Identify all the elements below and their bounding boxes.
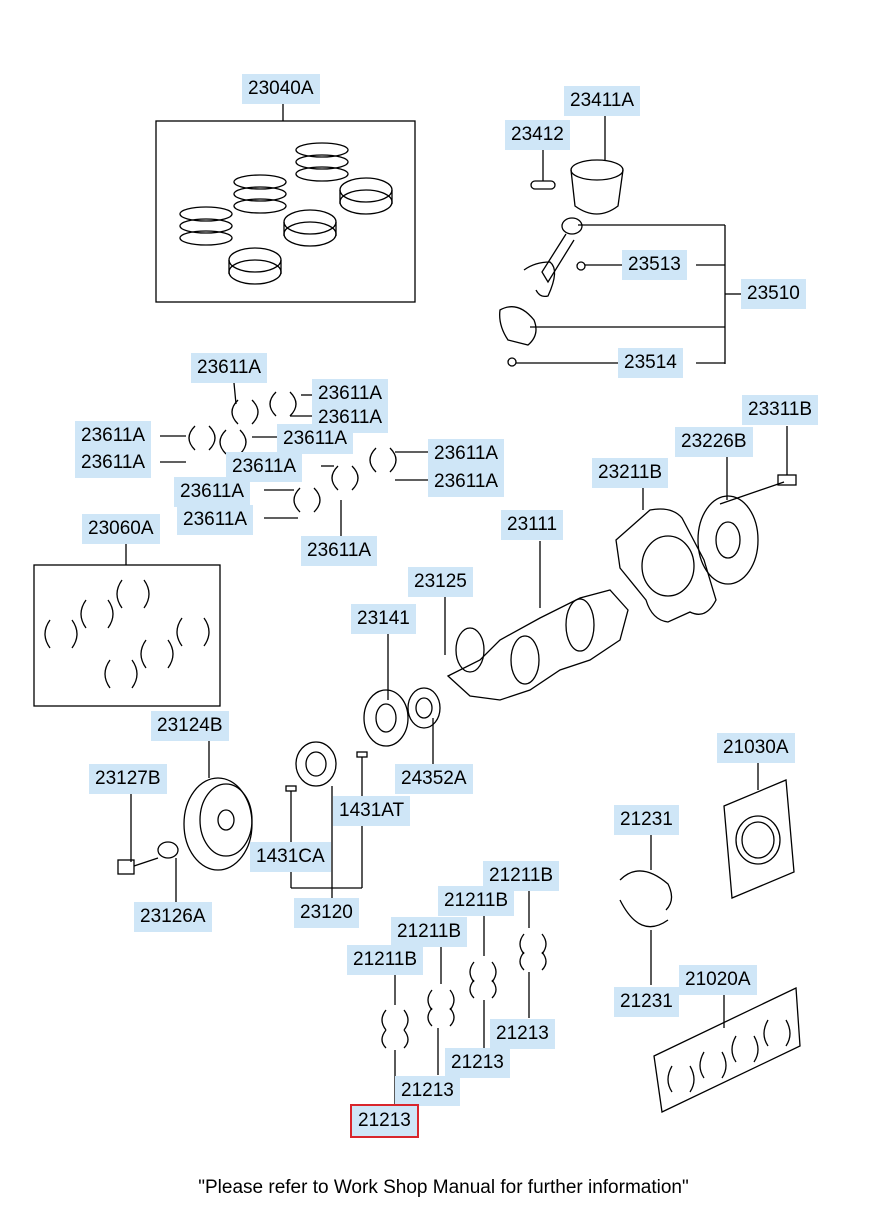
part-label-21213[interactable]: 21213 (490, 1019, 555, 1049)
part-label-24352A[interactable]: 24352A (395, 764, 473, 794)
part-label-23611A[interactable]: 23611A (277, 424, 354, 454)
part-label-23611A[interactable]: 23611A (226, 452, 303, 482)
pulley-icon (183, 740, 253, 871)
part-label-23611A[interactable]: 23611A (174, 477, 251, 507)
crankshaft-icon (444, 541, 629, 701)
part-label-23127B[interactable]: 23127B (89, 764, 167, 794)
part-label-21231[interactable]: 21231 (614, 987, 679, 1017)
part-label-21231[interactable]: 21231 (614, 805, 679, 835)
part-label-23513[interactable]: 23513 (622, 250, 687, 280)
footer-note: "Please refer to Work Shop Manual for fu… (198, 1177, 689, 1198)
part-label-23412[interactable]: 23412 (505, 120, 570, 150)
part-label-23510[interactable]: 23510 (741, 279, 806, 309)
part-label-21030A[interactable]: 21030A (717, 733, 795, 763)
part-label-21020A[interactable]: 21020A (679, 965, 757, 995)
part-label-21211B[interactable]: 21211B (483, 861, 560, 891)
part-label-23226B[interactable]: 23226B (675, 427, 753, 457)
thrust-bearing-set-icon (723, 763, 795, 899)
part-label-23124B[interactable]: 23124B (151, 711, 229, 741)
part-label-23611A[interactable]: 23611A (75, 448, 152, 478)
bearing-set-icon (44, 579, 210, 689)
part-label-23111[interactable]: 23111 (501, 510, 564, 540)
part-label-23120[interactable]: 23120 (294, 898, 359, 928)
piston-icon (530, 116, 624, 215)
thrust-washer-icon (363, 630, 441, 764)
timing-gear-icon (285, 741, 368, 900)
part-label-23611A[interactable]: 23611A (428, 467, 505, 497)
part-label-23611A[interactable]: 23611A (177, 505, 254, 535)
part-label-21211B[interactable]: 21211B (347, 945, 424, 975)
main-bearing-set-icon (653, 987, 801, 1113)
part-label-23125[interactable]: 23125 (408, 567, 473, 597)
part-label-21213-highlighted[interactable]: 21213 (350, 1104, 419, 1138)
part-label-23411A[interactable]: 23411A (564, 86, 641, 116)
main-bearing-shells-icon (381, 890, 547, 1106)
part-label-21211B[interactable]: 21211B (391, 917, 468, 947)
part-label-23514[interactable]: 23514 (618, 348, 683, 378)
part-label-23611A[interactable]: 23611A (301, 536, 378, 566)
part-label-23040A[interactable]: 23040A (242, 74, 320, 104)
part-label-1431CA[interactable]: 1431CA (250, 842, 331, 872)
part-label-23611A[interactable]: 23611A (428, 439, 505, 469)
drive-plate-icon (615, 487, 717, 623)
part-label-23060A[interactable]: 23060A (82, 514, 160, 544)
part-label-23311B[interactable]: 23311B (742, 395, 819, 425)
part-label-21213[interactable]: 21213 (395, 1076, 460, 1106)
part-label-23611A[interactable]: 23611A (75, 421, 152, 451)
part-label-1431AT[interactable]: 1431AT (333, 796, 411, 826)
bolt-icon (117, 793, 179, 902)
part-label-23141[interactable]: 23141 (351, 604, 416, 634)
bearing-shells-icon (160, 382, 428, 538)
part-label-21211B[interactable]: 21211B (438, 886, 515, 916)
thrust-ring-icon (619, 835, 673, 985)
part-label-21213[interactable]: 21213 (445, 1048, 510, 1078)
flywheel-icon (697, 426, 797, 585)
connecting-rod-icon (499, 217, 741, 367)
part-label-23211B[interactable]: 23211B (592, 458, 669, 488)
part-label-23611A[interactable]: 23611A (191, 353, 268, 383)
piston-ring-set-icon (179, 142, 393, 285)
part-label-23126A[interactable]: 23126A (134, 902, 212, 932)
